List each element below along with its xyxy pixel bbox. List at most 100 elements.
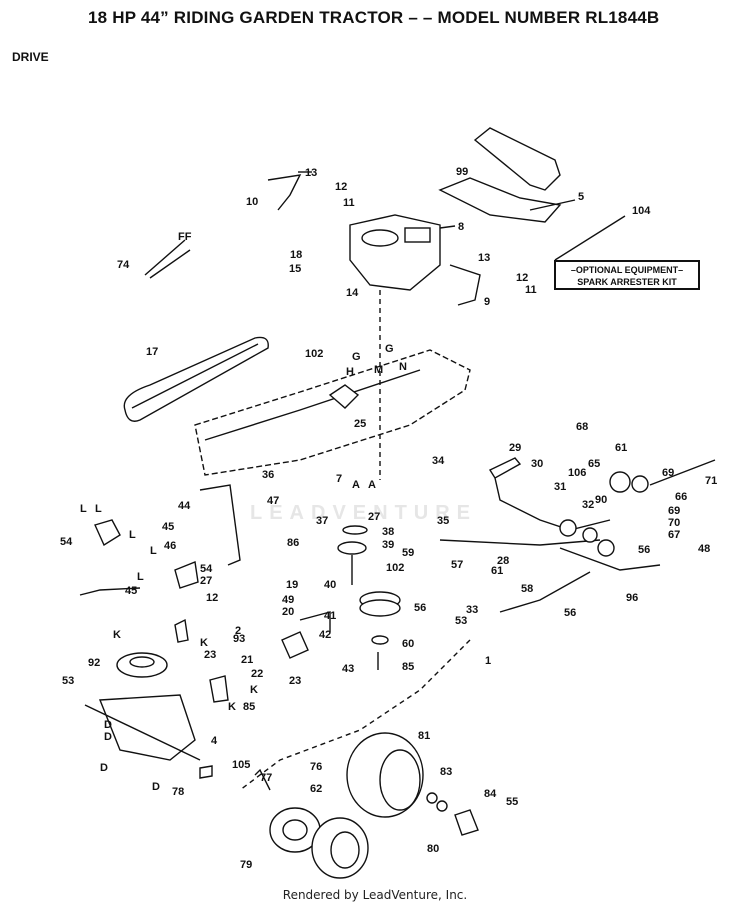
bracket-44 — [199, 484, 241, 566]
part-number-label: 7 — [336, 473, 342, 485]
part-number-label: 54 — [60, 536, 73, 548]
part-number-label: 20 — [282, 606, 294, 618]
part-number-label: 13 — [478, 252, 490, 264]
part-number-label: D — [100, 762, 108, 774]
part-number-label: 22 — [251, 668, 263, 680]
part-number-label: 71 — [705, 475, 717, 487]
part-number-label: 105 — [232, 759, 250, 771]
part-number-label: 106 — [568, 467, 586, 479]
frame — [194, 349, 471, 476]
part-number-label: D — [152, 781, 160, 793]
part-number-label: 42 — [319, 629, 331, 641]
part-number-label: 39 — [382, 539, 394, 551]
part-number-label: A — [368, 479, 376, 491]
part-number-label: 30 — [531, 458, 543, 470]
transaxle-4 — [98, 694, 196, 761]
part-number-label: 1 — [485, 655, 491, 667]
part-number-label: 28 — [497, 555, 509, 567]
shift-handle-29 — [488, 457, 522, 479]
part-number-label: L — [95, 503, 102, 515]
part-number-label: FF — [178, 231, 192, 243]
part-number-label: D — [104, 719, 112, 731]
part-number-label: D — [104, 731, 112, 743]
part-number-label: 21 — [241, 654, 253, 666]
part-number-label: 62 — [310, 783, 322, 795]
part-number-label: 35 — [437, 515, 449, 527]
rod-57 — [439, 539, 601, 546]
part-number-label: 54 — [200, 563, 213, 575]
part-number-label: 81 — [418, 730, 430, 742]
brake-bracket-93 — [281, 631, 309, 659]
muffler-shield-99 — [473, 127, 561, 191]
part-number-label: 33 — [466, 604, 478, 616]
part-number-label: 56 — [414, 602, 426, 614]
part-number-label: 76 — [310, 761, 322, 773]
part-number-label: 60 — [402, 638, 414, 650]
part-number-label: 32 — [582, 499, 594, 511]
part-number-label: 96 — [626, 592, 638, 604]
part-number-label: 93 — [233, 633, 245, 645]
part-number-label: 55 — [506, 796, 518, 808]
rod-102 — [79, 587, 141, 596]
watermark: LEADVENTURE — [250, 502, 478, 524]
part-number-label: 46 — [164, 540, 176, 552]
part-number-label: 43 — [342, 663, 354, 675]
pulley-1 — [116, 652, 168, 678]
bracket-102 — [328, 384, 360, 409]
part-number-label: 15 — [289, 263, 301, 275]
diagram-title: 18 HP 44” RIDING GARDEN TRACTOR – – MODE… — [88, 8, 660, 27]
part-number-label: 10 — [246, 196, 258, 208]
part-number-label: 74 — [117, 259, 130, 271]
part-number-label: 40 — [324, 579, 336, 591]
part-number-label: 37 — [316, 515, 328, 527]
part-number-label: 19 — [286, 579, 298, 591]
part-number-label: 56 — [638, 544, 650, 556]
part-number-label: L — [129, 529, 136, 541]
part-number-label: 53 — [62, 675, 74, 687]
part-number-label: 27 — [200, 575, 212, 587]
part-number-label: 69 — [668, 505, 680, 517]
rod-20 — [299, 611, 331, 632]
part-number-label: 34 — [432, 455, 445, 467]
part-number-label: L — [137, 571, 144, 583]
part-number-label: 11 — [525, 284, 537, 296]
part-number-label: N — [399, 361, 407, 373]
part-number-label: 48 — [698, 543, 710, 555]
part-number-label: 92 — [88, 657, 100, 669]
part-number-label: L — [150, 545, 157, 557]
part-number-label: 57 — [451, 559, 463, 571]
part-number-label: 38 — [382, 526, 394, 538]
part-number-label: 83 — [440, 766, 452, 778]
part-number-label: K — [200, 637, 208, 649]
part-number-label: 12 — [206, 592, 218, 604]
part-number-label: 84 — [484, 788, 497, 800]
part-number-label: 23 — [204, 649, 216, 661]
part-number-label: 25 — [354, 418, 366, 430]
part-number-label: 61 — [491, 565, 503, 577]
shift-lever-30 — [494, 477, 611, 531]
part-number-label: 80 — [427, 843, 439, 855]
cable-74 — [144, 239, 191, 279]
part-number-label: 61 — [615, 442, 627, 454]
part-number-label: G — [352, 351, 361, 363]
part-number-label: K — [250, 684, 258, 696]
part-number-label: 77 — [260, 772, 272, 784]
cable-71 — [649, 459, 716, 486]
part-number-label: 58 — [521, 583, 533, 595]
part-number-label: 29 — [509, 442, 521, 454]
part-number-label: 14 — [346, 287, 359, 299]
heat-shield-5 — [438, 177, 562, 223]
bracket-54b — [174, 561, 199, 589]
part-number-label: H — [346, 366, 354, 378]
render-credit: Rendered by LeadVenture, Inc. — [282, 888, 468, 902]
part-number-label: 41 — [324, 610, 336, 622]
part-number-label: 18 — [290, 249, 302, 261]
part-number-label: M — [374, 364, 383, 376]
part-number-label: 65 — [588, 458, 600, 470]
part-number-label: 70 — [668, 517, 680, 529]
part-number-label: 8 — [458, 221, 464, 233]
bracket-54a — [94, 519, 121, 547]
part-number-label: 47 — [267, 495, 279, 507]
part-number-label: 104 — [632, 205, 651, 217]
part-number-label: K — [113, 629, 121, 641]
